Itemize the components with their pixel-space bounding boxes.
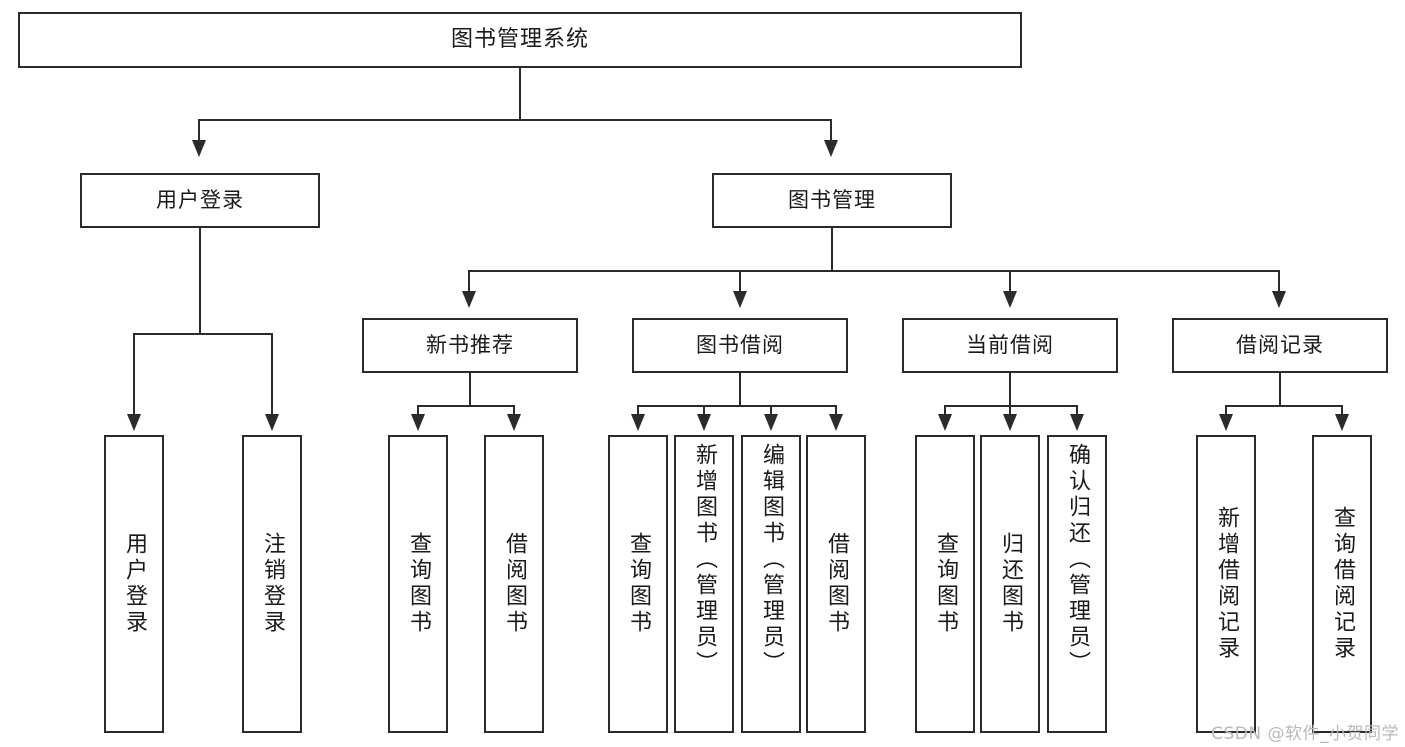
connector-root-to-book-management <box>830 119 832 141</box>
connector-bm-branch-3 <box>1009 270 1011 292</box>
node-book-management[interactable]: 图书管理 <box>712 173 952 228</box>
leaf-br-add-record[interactable]: 新增借阅记录 <box>1196 435 1256 733</box>
connector-book-management-stem <box>831 228 833 271</box>
arrow-nbr-leaf-2 <box>507 414 521 431</box>
leaf-bb-add-book-admin[interactable]: 新增图书（管理员） <box>674 435 734 733</box>
arrow-to-logout-leaf <box>265 414 279 431</box>
connector-bb-stem <box>739 373 741 406</box>
leaf-label: 新增借阅记录 <box>1214 506 1239 662</box>
arrow-bb-leaf-4 <box>829 414 843 431</box>
connector-br-bus <box>1225 405 1343 407</box>
leaf-bb-edit-book-admin[interactable]: 编辑图书（管理员） <box>741 435 801 733</box>
connector-root-to-user-login <box>198 119 200 141</box>
node-borrow-record[interactable]: 借阅记录 <box>1172 318 1388 373</box>
connector-cb-branch-2 <box>1009 405 1011 417</box>
connector-bb-branch-2 <box>703 405 705 417</box>
leaf-label: 查询借阅记录 <box>1330 506 1355 662</box>
arrow-cb-leaf-3 <box>1070 414 1084 431</box>
arrow-cb-leaf-1 <box>938 414 952 431</box>
connector-root-stem <box>519 68 521 120</box>
connector-bb-branch-1 <box>637 405 639 417</box>
connector-br-branch-1 <box>1225 405 1227 417</box>
node-label: 新书推荐 <box>426 333 514 358</box>
arrow-to-book-management <box>824 140 838 157</box>
connector-cb-stem <box>1009 373 1011 406</box>
leaf-nbr-borrow-book[interactable]: 借阅图书 <box>484 435 544 733</box>
connector-bm-branch-1 <box>468 270 470 292</box>
node-label: 图书管理系统 <box>450 27 589 53</box>
connector-nbr-branch-1 <box>417 405 419 417</box>
leaf-label: 查询图书 <box>626 532 651 636</box>
node-user-login[interactable]: 用户登录 <box>80 173 320 228</box>
connector-cb-branch-1 <box>944 405 946 417</box>
connector-bb-branch-4 <box>835 405 837 417</box>
arrow-to-user-login-leaf <box>127 414 141 431</box>
leaf-label: 借阅图书 <box>824 532 849 636</box>
connector-cb-bus <box>944 405 1078 407</box>
leaf-nbr-query-book[interactable]: 查询图书 <box>388 435 448 733</box>
node-label: 借阅记录 <box>1236 333 1324 358</box>
arrow-bb-leaf-2 <box>697 414 711 431</box>
node-current-borrow[interactable]: 当前借阅 <box>902 318 1118 373</box>
connector-user-login-bus <box>133 333 273 335</box>
arrow-cb-leaf-2 <box>1003 414 1017 431</box>
leaf-label: 编辑图书（管理员） <box>759 443 784 677</box>
node-label: 图书借阅 <box>696 333 784 358</box>
connector-user-login-stem <box>199 228 201 334</box>
node-label: 当前借阅 <box>966 333 1054 358</box>
arrow-to-current-borrow <box>1003 291 1017 308</box>
arrow-nbr-leaf-1 <box>411 414 425 431</box>
connector-br-branch-2 <box>1341 405 1343 417</box>
leaf-label: 归还图书 <box>998 532 1023 636</box>
leaf-bb-borrow-book[interactable]: 借阅图书 <box>806 435 866 733</box>
node-book-management-system[interactable]: 图书管理系统 <box>18 12 1022 68</box>
connector-bb-bus <box>637 405 837 407</box>
leaf-bb-query-book[interactable]: 查询图书 <box>608 435 668 733</box>
connector-br-stem <box>1279 373 1281 406</box>
leaf-cb-confirm-return-admin[interactable]: 确认归还（管理员） <box>1047 435 1107 733</box>
connector-bb-branch-3 <box>770 405 772 417</box>
connector-nbr-branch-2 <box>513 405 515 417</box>
leaf-label: 确认归还（管理员） <box>1065 443 1090 677</box>
watermark: CSDN @软件_小贺同学 <box>1211 724 1399 744</box>
leaf-label: 查询图书 <box>933 532 958 636</box>
node-label: 图书管理 <box>788 188 876 213</box>
leaf-label: 借阅图书 <box>502 532 527 636</box>
leaf-label: 注销登录 <box>260 532 285 636</box>
connector-cb-branch-3 <box>1076 405 1078 417</box>
leaf-br-query-record[interactable]: 查询借阅记录 <box>1312 435 1372 733</box>
arrow-bb-leaf-1 <box>631 414 645 431</box>
arrow-to-borrow-record <box>1272 291 1286 308</box>
connector-nbr-stem <box>469 373 471 406</box>
node-book-borrow[interactable]: 图书借阅 <box>632 318 848 373</box>
arrow-br-leaf-2 <box>1335 414 1349 431</box>
arrow-to-user-login <box>192 140 206 157</box>
connector-user-login-branch-1 <box>133 333 135 417</box>
node-new-book-recommend[interactable]: 新书推荐 <box>362 318 578 373</box>
arrow-bb-leaf-3 <box>764 414 778 431</box>
arrow-to-book-borrow <box>733 291 747 308</box>
arrow-to-new-book-recommend <box>462 291 476 308</box>
connector-bm-branch-4 <box>1278 270 1280 292</box>
leaf-label: 新增图书（管理员） <box>692 443 717 677</box>
leaf-user-login[interactable]: 用户登录 <box>104 435 164 733</box>
leaf-cb-query-book[interactable]: 查询图书 <box>915 435 975 733</box>
leaf-cb-return-book[interactable]: 归还图书 <box>980 435 1040 733</box>
connector-nbr-bus <box>417 405 515 407</box>
connector-bm-branch-2 <box>739 270 741 292</box>
leaf-logout[interactable]: 注销登录 <box>242 435 302 733</box>
arrow-br-leaf-1 <box>1219 414 1233 431</box>
connector-user-login-branch-2 <box>271 333 273 417</box>
leaf-label: 查询图书 <box>406 532 431 636</box>
connector-root-bus <box>198 119 832 121</box>
leaf-label: 用户登录 <box>122 532 147 636</box>
node-label: 用户登录 <box>156 188 244 213</box>
connector-book-management-bus <box>468 270 1280 272</box>
